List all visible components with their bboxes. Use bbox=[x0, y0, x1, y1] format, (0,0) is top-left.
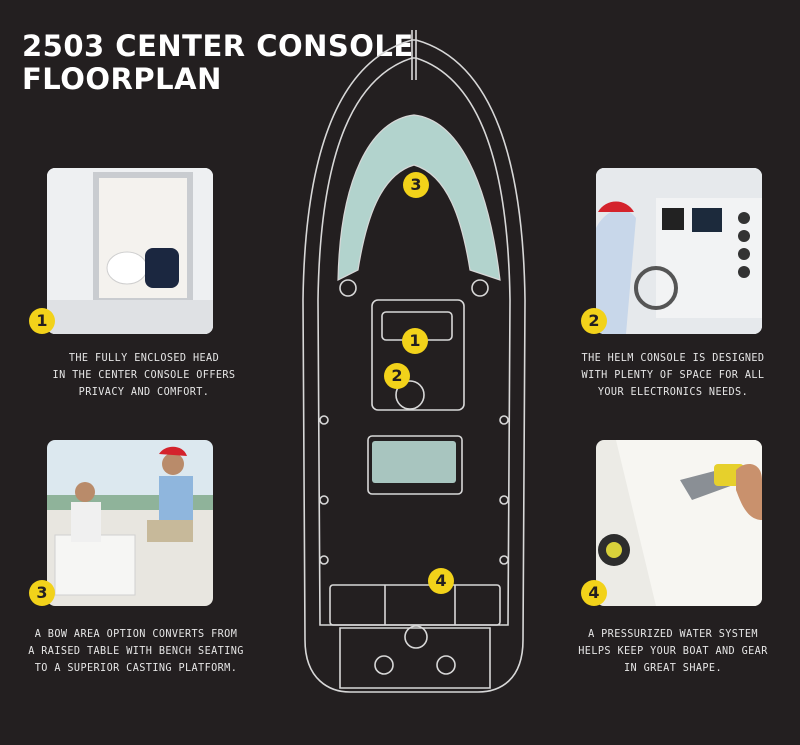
title-line-2: FLOORPLAN bbox=[22, 62, 222, 96]
helm-photo bbox=[596, 168, 762, 334]
cooler-highlight bbox=[372, 441, 456, 483]
transom-bench bbox=[329, 584, 501, 626]
feature-1-caption-line: THE FULLY ENCLOSED HEAD bbox=[68, 353, 220, 364]
title-line-1: 2503 CENTER CONSOLE bbox=[22, 29, 414, 63]
feature-2-caption-line: WITH PLENTY OF SPACE FOR ALL bbox=[581, 370, 765, 381]
feature-3-caption-line: A RAISED TABLE WITH BENCH SEATING bbox=[28, 646, 244, 657]
floorplan-marker-1: 1 bbox=[402, 328, 428, 354]
feature-3-caption-line: A BOW AREA OPTION CONVERTS FROM bbox=[34, 629, 238, 640]
gunwale-outline bbox=[317, 57, 511, 626]
feature-4-caption: A PRESSURIZED WATER SYSTEM HELPS KEEP YO… bbox=[548, 626, 798, 677]
feature-2-caption: THE HELM CONSOLE IS DESIGNED WITH PLENTY… bbox=[548, 350, 798, 401]
leaning-post-cooler bbox=[367, 435, 463, 495]
feature-4-badge: 4 bbox=[581, 580, 607, 606]
feature-3-badge: 3 bbox=[29, 580, 55, 606]
floorplan-marker-4: 4 bbox=[428, 568, 454, 594]
feature-1-badge: 1 bbox=[29, 308, 55, 334]
feature-4-caption-line: HELPS KEEP YOUR BOAT AND GEAR bbox=[578, 646, 768, 657]
feature-3-caption: A BOW AREA OPTION CONVERTS FROM A RAISED… bbox=[0, 626, 272, 677]
bow-seating-area bbox=[337, 114, 501, 281]
feature-1-caption-line: IN THE CENTER CONSOLE OFFERS bbox=[52, 370, 236, 381]
feature-4-caption-line: A PRESSURIZED WATER SYSTEM bbox=[588, 629, 758, 640]
hull-outline bbox=[302, 39, 526, 693]
center-console bbox=[371, 299, 465, 411]
feature-3-caption-line: TO A SUPERIOR CASTING PLATFORM. bbox=[34, 663, 238, 674]
floorplan-marker-2: 2 bbox=[384, 363, 410, 389]
head-photo bbox=[47, 168, 213, 334]
stern-platform bbox=[339, 627, 491, 689]
feature-1-caption-line: PRIVACY AND COMFORT. bbox=[78, 387, 210, 398]
engine-well-circle bbox=[404, 625, 428, 649]
feature-1-caption: THE FULLY ENCLOSED HEAD IN THE CENTER CO… bbox=[16, 350, 272, 401]
page-title: 2503 CENTER CONSOLE FLOORPLAN bbox=[22, 30, 414, 96]
floorplan-marker-3: 3 bbox=[403, 172, 429, 198]
feature-2-caption-line: THE HELM CONSOLE IS DESIGNED bbox=[581, 353, 765, 364]
water-system-photo bbox=[596, 440, 762, 606]
feature-2-badge: 2 bbox=[581, 308, 607, 334]
bow-table-photo bbox=[47, 440, 213, 606]
feature-4-caption-line: IN GREAT SHAPE. bbox=[623, 663, 722, 674]
feature-2-caption-line: YOUR ELECTRONICS NEEDS. bbox=[597, 387, 749, 398]
